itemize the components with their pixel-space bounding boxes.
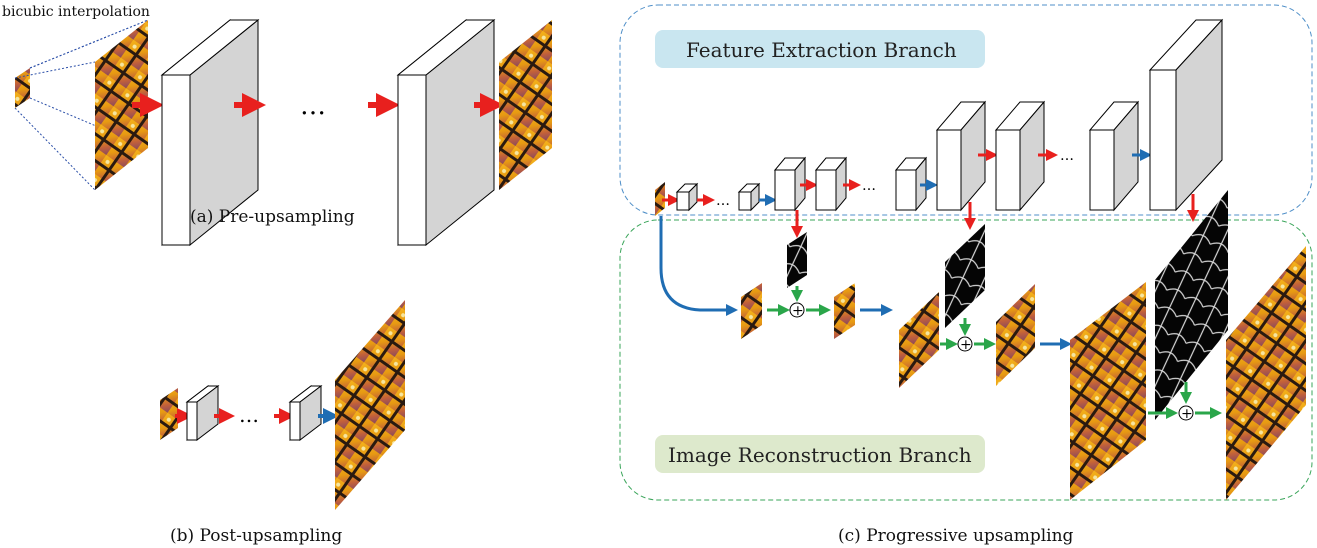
conv-block [675,182,699,212]
sr-final-output [1226,246,1306,500]
bicubic-projection-lines [14,19,149,191]
conv-block [185,384,220,442]
sum-node [1178,405,1194,421]
panel-pre-upsampling: bicubic interpolation … [2,4,552,247]
conv-block [1088,100,1140,212]
caption-progressive-upsampling: (c) Progressive upsampling [838,526,1074,546]
residual-map [1155,190,1228,420]
plus-sign: + [960,337,972,353]
caption-post-upsampling: (b) Post-upsampling [170,526,342,546]
lr-input-image [655,182,665,216]
residual-map [787,232,807,288]
panel-post-upsampling: … (b) Post-upsampling [160,300,405,546]
conv-block [1148,18,1224,212]
upsampled-image [899,292,939,388]
sum-node [957,336,973,352]
sum-node [789,302,805,318]
plus-sign: + [1181,406,1193,422]
ellipsis: … [300,91,326,121]
upsampled-image [741,283,762,339]
sr-stage-output [834,283,855,339]
conv-block [737,182,761,212]
conv-block [160,18,260,247]
conv-block [288,384,323,442]
recon-branch-label: Image Reconstruction Branch [668,443,972,467]
ellipsis: … [716,193,730,209]
upsampled-input-image [95,20,148,190]
bicubic-label: bicubic interpolation [2,4,150,20]
feature-branch-label-box [655,30,985,68]
sr-stage-output [996,284,1035,386]
ellipsis: … [239,403,259,427]
lr-input-image [15,68,30,108]
feature-branch-region [619,4,1313,216]
upsampled-image [1070,282,1146,500]
sr-output-image [335,300,405,510]
conv-block [935,100,987,212]
feature-branch-label: Feature Extraction Branch [686,38,957,62]
caption-pre-upsampling: (a) Pre-upsampling [190,207,355,227]
ellipsis: … [862,178,876,194]
panel-progressive-upsampling: Feature Extraction Branch Image Reconstr… [619,4,1313,546]
conv-block [814,156,848,212]
ellipsis: … [1060,148,1074,164]
arrow-blue [659,216,738,316]
recon-branch-label-box [655,435,985,473]
conv-block [994,100,1046,212]
residual-map [945,224,985,328]
sr-output-image [499,20,552,190]
plus-sign: + [792,303,804,319]
conv-block [396,18,496,247]
lr-input-image [160,388,178,440]
